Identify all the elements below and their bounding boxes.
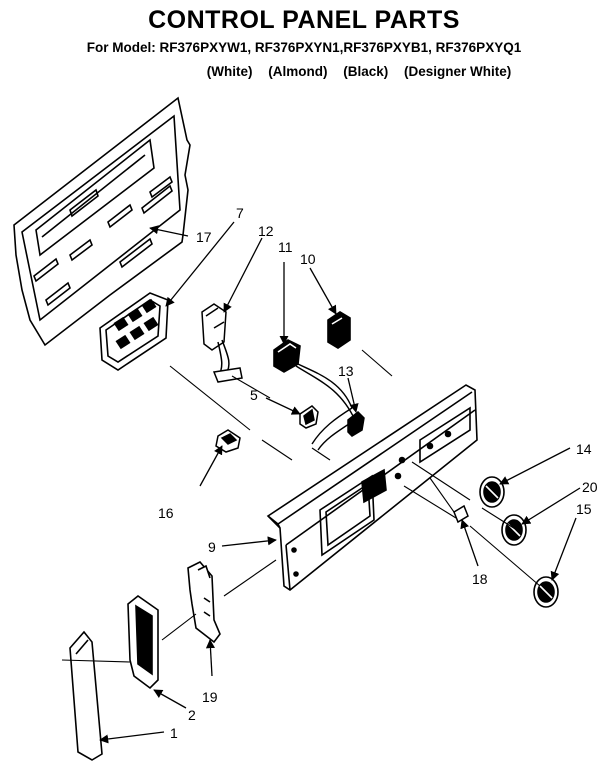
part-16-clip xyxy=(215,429,241,453)
models-prefix: For Model: xyxy=(86,40,156,55)
callout-16: 16 xyxy=(158,505,174,521)
callout-1: 1 xyxy=(170,725,178,741)
callout-9: 9 xyxy=(208,539,216,555)
part-12-switch xyxy=(201,303,243,383)
callout-5: 5 xyxy=(250,387,258,403)
part-5-connector xyxy=(299,405,319,429)
part-2-end-cap xyxy=(127,595,159,690)
callout-2: 2 xyxy=(188,707,196,723)
finish-almond: (Almond) xyxy=(268,64,328,79)
part-18-button xyxy=(453,504,469,524)
part-9-control-panel xyxy=(266,384,478,591)
callout-19: 19 xyxy=(202,689,218,705)
part-7-clock-module xyxy=(99,292,169,371)
callout-20: 20 xyxy=(582,479,598,495)
finish-black: (Black) xyxy=(343,64,389,79)
callout-leaders xyxy=(99,221,581,744)
finish-white: (White) xyxy=(206,64,253,79)
callout-18: 18 xyxy=(472,571,488,587)
page-title: CONTROL PANEL PARTS xyxy=(148,6,460,34)
callout-13: 13 xyxy=(338,363,354,379)
callout-12: 12 xyxy=(258,223,274,239)
finish-list: (White) (Almond) (Black) (Designer White… xyxy=(0,64,608,79)
part-11-switch xyxy=(273,339,301,373)
part-13-terminal xyxy=(347,410,365,437)
part-20-knob xyxy=(501,514,527,546)
finish-designer-white: (Designer White) xyxy=(404,64,512,79)
alignment-lines xyxy=(61,349,541,663)
callout-11: 11 xyxy=(278,239,293,255)
callout-14: 14 xyxy=(576,441,592,457)
model-list: For Model: RF376PXYW1, RF376PXYN1,RF376P… xyxy=(0,40,608,55)
part-14-knob xyxy=(479,476,505,508)
part-19-bracket xyxy=(187,561,221,644)
part-15-knob xyxy=(533,576,559,608)
callout-17: 17 xyxy=(196,229,212,245)
models-text: RF376PXYW1, RF376PXYN1,RF376PXYB1, RF376… xyxy=(159,40,522,55)
callout-10: 10 xyxy=(300,251,316,267)
part-17-rear-panel xyxy=(13,96,191,347)
part-10-switch xyxy=(327,311,351,349)
callout-7: 7 xyxy=(236,205,244,221)
callout-15: 15 xyxy=(576,501,592,517)
part-1-end-trim xyxy=(69,630,103,761)
